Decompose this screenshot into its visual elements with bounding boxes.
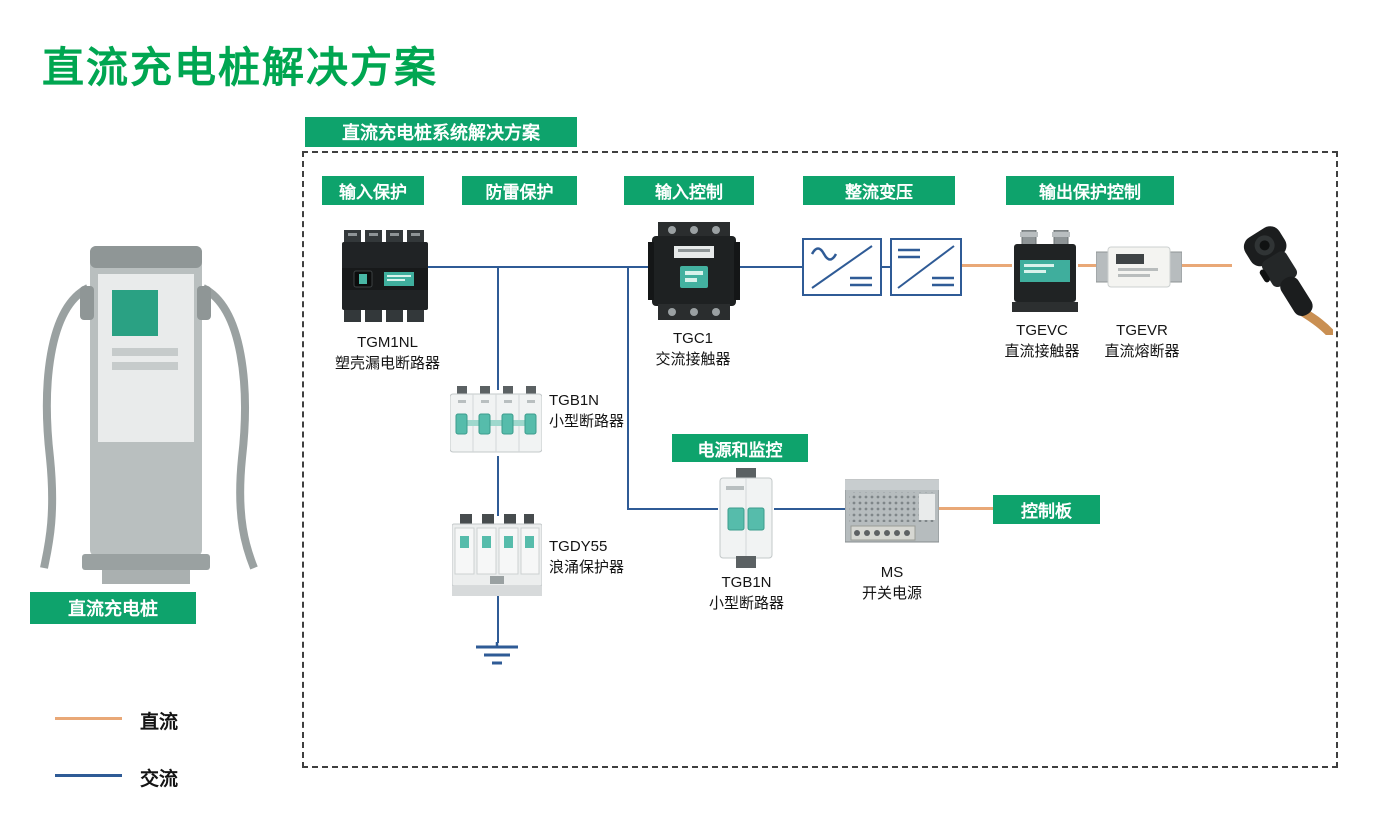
- tgb1n-main-model: TGB1N: [549, 392, 600, 409]
- charging-pile-illustration: [40, 246, 258, 584]
- ac-line-tgb1n-to-tgdy55: [497, 456, 499, 516]
- tgevr-desc: 直流熔断器: [1104, 343, 1180, 360]
- tgc1-contactor-image: [648, 222, 740, 320]
- tgevc-label: TGEVC 直流接触器: [992, 320, 1092, 362]
- tgc1-desc: 交流接触器: [655, 351, 731, 368]
- tgevc-desc: 直流接触器: [1004, 343, 1080, 360]
- ac-line-main-bus: [428, 266, 654, 268]
- tgdy55-model: TGDY55: [549, 538, 608, 555]
- tgm1nl-breaker-image: [342, 230, 428, 322]
- tgevc-dc-contactor-image: [1012, 230, 1078, 312]
- tgc1-model: TGC1: [672, 330, 713, 347]
- tgevr-label: TGEVR 直流熔断器: [1090, 320, 1194, 362]
- legend-ac-label: 交流: [140, 769, 179, 790]
- tgc1-label: TGC1 交流接触器: [628, 328, 758, 370]
- tgb1n-main-desc: 小型断路器: [549, 413, 625, 430]
- legend-ac-line: [55, 774, 122, 777]
- tgevr-model: TGEVR: [1116, 322, 1168, 339]
- dc-dc-converter-icon: [890, 238, 962, 296]
- badge-input-control: 输入控制: [624, 176, 754, 205]
- ms-power-supply-image: [845, 479, 939, 543]
- tgdy55-desc: 浪涌保护器: [549, 559, 625, 576]
- pile-label-badge: 直流充电桩: [30, 592, 196, 624]
- ac-line-rectifier-gap: [878, 266, 892, 268]
- tgb1n-aux-model: TGB1N: [721, 574, 772, 591]
- badge-surge-protection: 防雷保护: [462, 176, 577, 205]
- ms-label: MS 开关电源: [843, 562, 941, 604]
- tgb1n-main-breaker-image: [450, 386, 542, 453]
- dc-line-rectifier-to-tgevc: [962, 264, 1012, 267]
- badge-input-protection: 输入保护: [322, 176, 424, 205]
- badge-rectify-transform: 整流变压: [803, 176, 955, 205]
- ms-desc: 开关电源: [861, 585, 922, 602]
- ms-model: MS: [880, 564, 904, 581]
- dc-line-tgevc-to-tgevr: [1078, 264, 1096, 267]
- ac-line-tgc1-to-rectifier: [740, 266, 802, 268]
- page-title: 直流充电桩解决方案: [42, 44, 439, 91]
- ac-line-tgdy55-to-ground: [497, 596, 499, 643]
- tgdy55-label: TGDY55 浪涌保护器: [549, 536, 679, 578]
- tgevc-model: TGEVC: [1016, 322, 1068, 339]
- tgb1n-aux-breaker-image: [719, 468, 773, 568]
- badge-power-monitoring: 电源和监控: [672, 434, 808, 462]
- tgm1nl-model: TGM1NL: [357, 334, 418, 351]
- ac-dc-converter-icon: [802, 238, 882, 296]
- badge-control-board: 控制板: [993, 495, 1100, 524]
- badge-output-protection: 输出保护控制: [1006, 176, 1174, 205]
- ac-line-to-aux-breaker: [627, 508, 718, 510]
- diagram-frame: [302, 151, 1338, 768]
- dc-line-ms-to-control-board: [939, 507, 993, 510]
- ac-line-aux-to-ms: [774, 508, 845, 510]
- ac-line-drop-to-monitoring: [627, 266, 629, 510]
- tgb1n-aux-desc: 小型断路器: [708, 595, 784, 612]
- charging-gun-image: [1243, 226, 1333, 335]
- ac-line-drop-to-tgb1n: [497, 266, 499, 390]
- tgdy55-surge-protector-image: [452, 514, 542, 596]
- diagram-header: 直流充电桩系统解决方案: [305, 117, 577, 147]
- tgb1n-main-label: TGB1N 小型断路器: [549, 390, 669, 432]
- tgm1nl-desc: 塑壳漏电断路器: [334, 355, 440, 372]
- dc-line-tgevr-to-gun: [1182, 264, 1232, 267]
- tgb1n-aux-label: TGB1N 小型断路器: [694, 572, 799, 614]
- ground-symbol-icon: [476, 642, 518, 665]
- legend-dc-line: [55, 717, 122, 720]
- tgevr-dc-fuse-image: [1096, 246, 1182, 288]
- tgm1nl-label: TGM1NL 塑壳漏电断路器: [310, 332, 465, 374]
- legend-dc-label: 直流: [140, 712, 179, 733]
